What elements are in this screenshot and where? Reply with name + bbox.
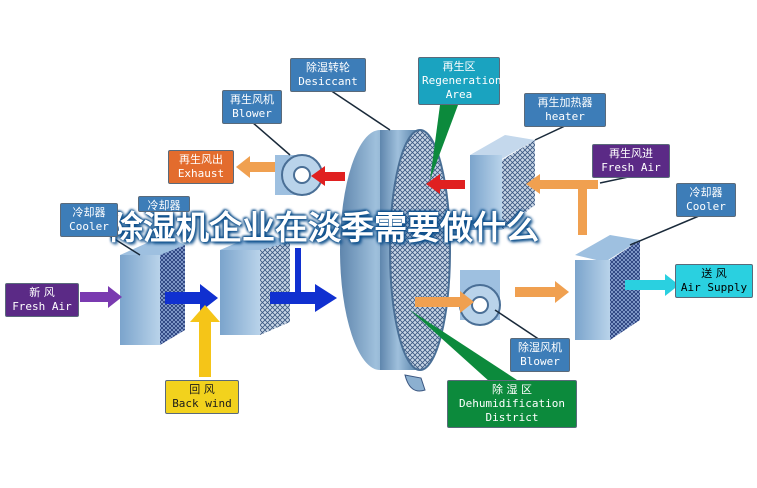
arrow-dehum-out [415,291,474,313]
label-fresh-air: 新 风 Fresh Air [5,283,79,317]
regen-blower-unit [275,154,323,196]
label-regen-blower: 再生风机 Blower [222,90,282,124]
arrow-fresh-air-in [80,286,122,308]
label-dehum-blower: 除湿风机 Blower [510,338,570,372]
label-regeneration: 再生区 Regeneration Area [418,57,501,105]
arrow-red-heater-to-wheel [426,174,465,194]
arrow-supply-out [625,274,679,296]
label-cooler-mid: 冷却器 [138,196,190,212]
label-exhaust: 再生风出 Exhaust [168,150,234,184]
label-desiccant: 除湿转轮 Desiccant [290,58,366,92]
arrow-blue-1 [165,284,218,312]
label-dehum-district: 除 湿 区 Dehumidification District [447,380,577,428]
label-regen-air: 再生风进 Fresh Air [592,144,670,178]
arrow-to-right-cooler [515,281,569,303]
arrow-red-wheel-to-blower [311,166,345,186]
label-back-wind: 回 风 Back wind [165,380,239,414]
cooler-mid-unit [220,232,290,335]
label-cooler-left: 冷却器 Cooler [60,203,118,237]
dehum-blower-unit [459,270,501,326]
regen-heater-unit [470,135,535,230]
overlay-title: 除湿机企业在淡季需要做什么 [110,208,539,247]
dehum-pointer [410,310,520,382]
arrow-regen-in [526,174,598,235]
label-cooler-right: 冷却器 Cooler [676,183,736,217]
arrow-blue-2 [270,248,337,312]
arrow-exhaust-out [236,156,275,178]
arrow-back-wind [190,305,220,377]
label-supply: 送 风 Air Supply [675,264,753,298]
regen-pointer [430,105,458,180]
label-regen-heater: 再生加热器 heater [524,93,606,127]
cooler-left-unit [120,235,185,345]
desiccant-wheel [340,129,451,392]
